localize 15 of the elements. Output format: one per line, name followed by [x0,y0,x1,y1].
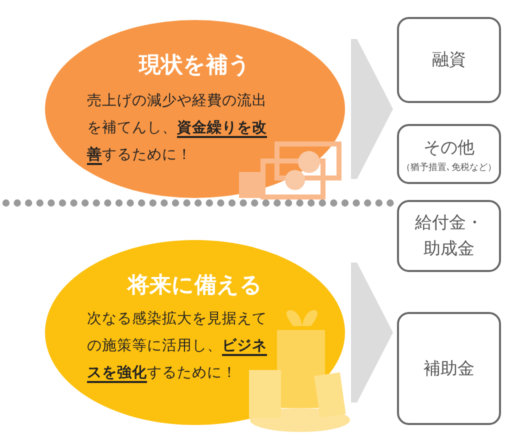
chevron-arrow [351,39,393,179]
chevron-arrow [351,262,393,402]
heading: 現状を補う [138,52,252,80]
note: （猶予措置､免税など） [402,162,496,174]
rounded-box [397,312,501,425]
description: 売上げの減少や経費の流出を補てんし、資金繰りを改善するために！ [87,92,268,165]
rounded-box [397,124,501,184]
box-label: 補助金 [422,358,476,380]
heading: 将来に備える [126,272,264,300]
description: 次なる感染拡大を見据えての施策等に活用し、ビジネスを強化するために！ [87,310,268,383]
box-label: 融資 [431,49,467,72]
box-label: 給付金・助成金 [414,212,484,261]
box-label: その他 [422,136,476,160]
rounded-box [397,17,501,103]
rounded-box [397,200,501,272]
